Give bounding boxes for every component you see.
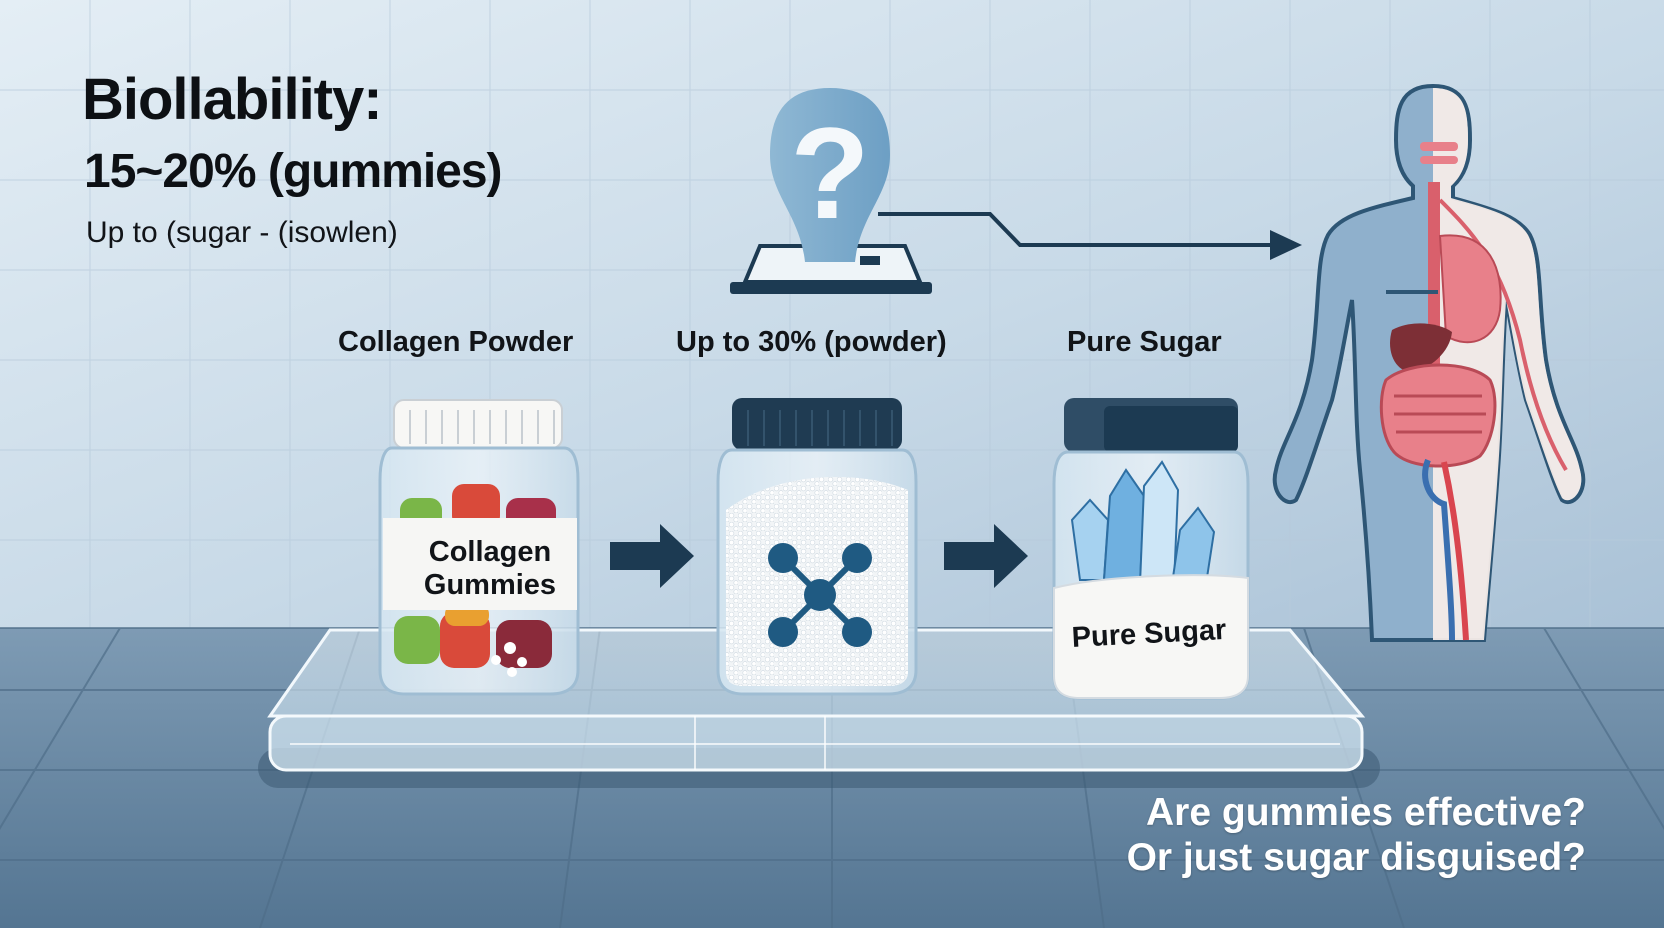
question-line2: Or just sugar disguised? — [1126, 836, 1586, 879]
arrow-head-icon — [1270, 230, 1302, 260]
sugar-crystals — [1070, 460, 1216, 586]
arrow-right-icon — [610, 524, 694, 588]
label-pure-sugar: Pure Sugar — [1067, 326, 1222, 358]
label-powder-percent: Up to 30% (powder) — [676, 326, 947, 358]
sugar-jar — [1052, 398, 1250, 700]
gummies-jar — [378, 399, 580, 696]
connector-arrow — [878, 212, 1302, 260]
bioavailability-sugar: Up to (sugar - (isowlen) — [86, 216, 398, 249]
powder-jar — [716, 398, 918, 696]
label-collagen-powder: Collagen Powder — [338, 326, 574, 358]
page-title: Biollability: — [82, 67, 383, 132]
arrow-right-icon-2 — [944, 524, 1028, 588]
svg-text:?: ? — [790, 100, 869, 246]
question-mark-icon — [770, 88, 890, 262]
closing-question: Are gummies effective? Or just sugar dis… — [1127, 790, 1586, 880]
question-device: ? — [730, 88, 932, 294]
gummies-jar-label-line1: Collagen — [428, 536, 552, 568]
question-line1: Are gummies effective? — [1146, 791, 1586, 834]
molecule-icon-small — [491, 642, 527, 677]
bioavailability-gummies: 15~20% (gummies) — [84, 145, 503, 198]
human-anatomy-icon — [1272, 83, 1586, 642]
gummies-jar-label: Collagen Gummies — [396, 536, 584, 602]
gummies-jar-label-line2: Gummies — [423, 569, 557, 601]
